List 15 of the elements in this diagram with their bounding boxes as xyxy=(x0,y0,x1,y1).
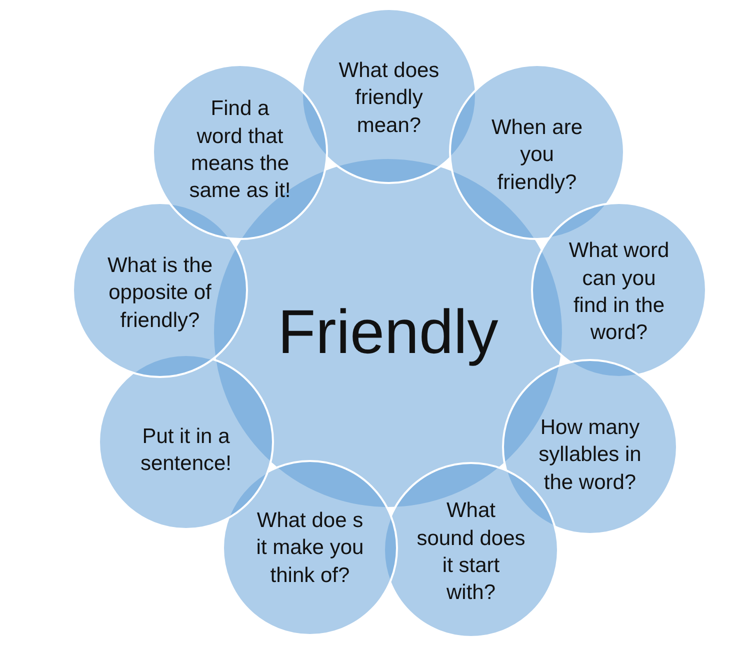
question-circle xyxy=(152,64,328,240)
question-circle xyxy=(72,202,248,378)
question-text: What doe s it make you think of? xyxy=(256,508,364,589)
question-text: What word can you find in the word? xyxy=(568,238,670,346)
question-circle xyxy=(531,202,707,378)
question-circle xyxy=(449,64,625,240)
question-text: How many syllables in the word? xyxy=(538,415,642,496)
question-text: What is the opposite of friendly? xyxy=(107,253,213,334)
question-text: What does friendly mean? xyxy=(338,58,440,139)
question-text: What sound does it start with? xyxy=(416,498,526,606)
question-circle xyxy=(301,8,477,184)
question-text: When are you friendly? xyxy=(491,115,583,196)
question-text: Put it in a sentence! xyxy=(140,424,232,477)
question-text: Find a word that means the same as it! xyxy=(189,96,291,204)
topic-title: Friendly xyxy=(278,298,498,368)
